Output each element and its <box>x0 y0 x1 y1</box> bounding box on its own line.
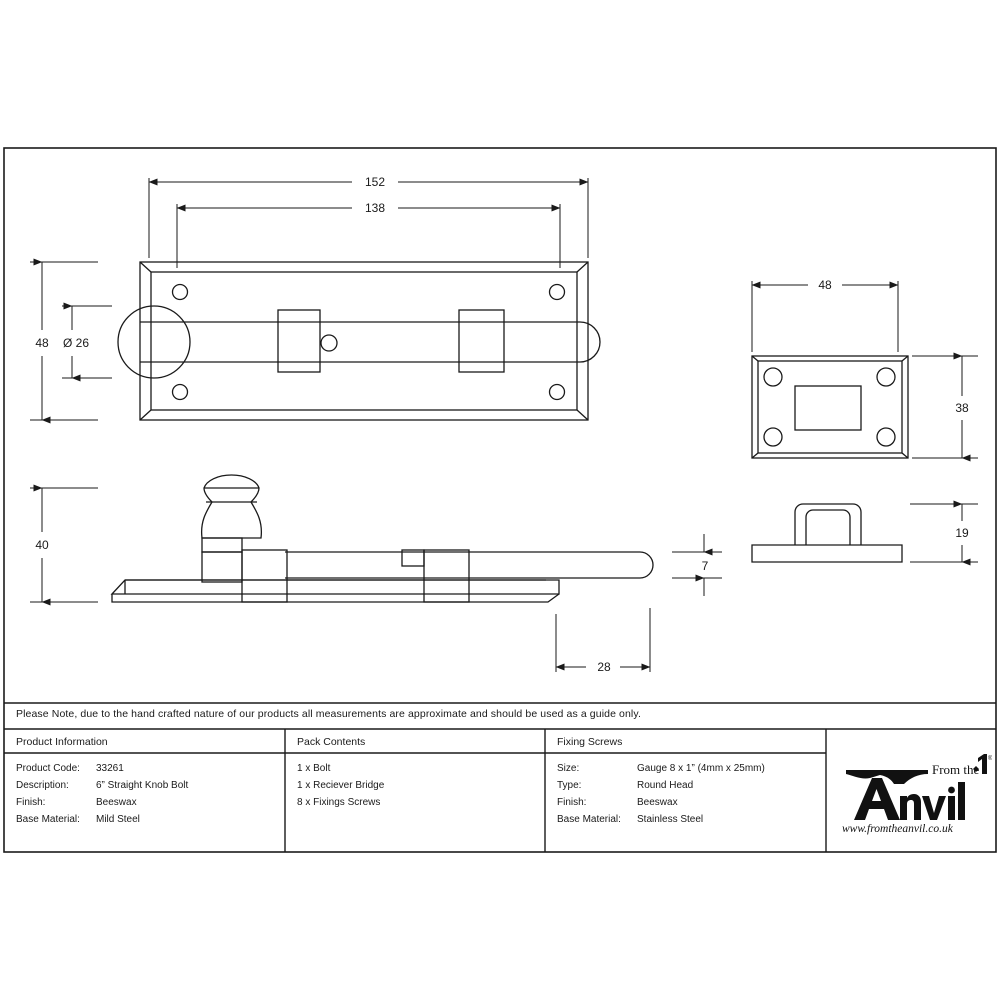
bridge-aperture <box>794 385 862 431</box>
pack-contents-item: 1 x Reciever Bridge <box>297 780 385 791</box>
measurement-note: Please Note, due to the hand crafted nat… <box>16 708 641 720</box>
spec-row-base-material: Base Material: Mild Steel <box>16 811 188 828</box>
spec-row-product-code: Product Code: 33261 <box>16 760 188 777</box>
dimension-152 <box>148 178 589 258</box>
dimension-38 <box>912 352 978 462</box>
dimension-label-28: 28 <box>597 660 611 674</box>
screw-hole <box>763 427 783 447</box>
screw-hole <box>548 383 566 401</box>
bolt-guide-block-side <box>423 549 470 603</box>
dimension-label-138: 138 <box>365 201 385 215</box>
knob-stem-lower <box>201 551 243 583</box>
column-header-product-information: Product Information <box>16 736 108 748</box>
bolt-guide-block <box>458 309 505 373</box>
spec-value: 6” Straight Knob Bolt <box>96 780 189 791</box>
dimension-48-plate <box>30 258 98 424</box>
screw-hole <box>548 283 566 301</box>
screw-hole <box>876 367 896 387</box>
dimension-138 <box>176 204 561 268</box>
spec-label: Type: <box>557 780 582 791</box>
spec-row-screw-base-material: Base Material: Stainless Steel <box>557 811 765 828</box>
logo-letter-a <box>854 778 900 820</box>
logo-numeral-one <box>978 754 987 774</box>
spec-value: Round Head <box>637 780 694 791</box>
screw-hole <box>171 283 189 301</box>
spec-value: Stainless Steel <box>637 814 704 825</box>
dimension-label-48-bridge: 48 <box>818 278 832 292</box>
spec-value: Gauge 8 x 1” (4mm x 25mm) <box>637 763 765 774</box>
spec-value: Beeswax <box>637 797 678 808</box>
logo-registered-mark: ® <box>988 755 992 762</box>
dimension-label-diameter-26: Ø 26 <box>63 336 89 350</box>
spec-value: 33261 <box>96 763 124 774</box>
spec-row-screw-finish: Finish: Beeswax <box>557 794 765 811</box>
knob-stem-upper <box>201 537 243 553</box>
sheet-border <box>3 147 997 853</box>
spec-value: Mild Steel <box>96 814 140 825</box>
bolt-plan-view <box>117 261 601 421</box>
spec-label: Base Material: <box>557 814 621 825</box>
column-header-pack-contents: Pack Contents <box>297 736 366 748</box>
knob-collar-block <box>277 309 321 373</box>
logo-tagline: From the <box>932 762 980 777</box>
bolt-side-elevation <box>110 474 654 603</box>
receiver-bridge-plan-view <box>751 355 909 459</box>
knob-plan-circle <box>117 305 191 379</box>
spec-value: Beeswax <box>96 797 137 808</box>
from-the-anvil-logo: From the ® www.fromtheanvil.co.uk <box>836 752 992 836</box>
info-table-grid <box>4 702 996 852</box>
logo-diamond-icon <box>973 766 979 772</box>
fixing-screws-list: Size: Gauge 8 x 1” (4mm x 25mm) Type: Ro… <box>557 760 765 828</box>
dimension-label-40: 40 <box>35 538 49 552</box>
bolt-pin <box>320 334 338 352</box>
logo-artwork: From the ® www.fromtheanvil.co.uk <box>842 754 992 835</box>
backplate-slab <box>110 579 560 595</box>
screw-hole <box>171 383 189 401</box>
dimension-40 <box>30 484 98 606</box>
dimension-28 <box>555 608 651 672</box>
spec-label: Finish: <box>16 797 46 808</box>
spec-row-screw-type: Type: Round Head <box>557 777 765 794</box>
dimension-diameter-26 <box>62 302 112 382</box>
screw-hole <box>876 427 896 447</box>
pack-contents-item: 8 x Fixings Screws <box>297 797 381 808</box>
dimension-label-152: 152 <box>365 175 385 189</box>
spec-row-screw-size: Size: Gauge 8 x 1” (4mm x 25mm) <box>557 760 765 777</box>
spec-label: Product Code: <box>16 763 80 774</box>
screw-hole <box>763 367 783 387</box>
anvil-icon <box>846 770 928 784</box>
spec-label: Base Material: <box>16 814 80 825</box>
bridge-baseplate <box>751 544 903 563</box>
dimension-48-bridge <box>751 281 899 352</box>
logo-wordmark <box>900 782 965 820</box>
dimension-19 <box>910 500 978 566</box>
dimension-label-48-plate: 48 <box>35 336 49 350</box>
column-header-fixing-screws: Fixing Screws <box>557 736 623 748</box>
logo-url: www.fromtheanvil.co.uk <box>842 823 954 835</box>
dimension-label-38: 38 <box>955 401 969 415</box>
knob-collar-block-side <box>241 549 288 603</box>
spec-row-description: Description: 6” Straight Knob Bolt <box>16 777 188 794</box>
dimension-7 <box>672 534 722 596</box>
product-information-list: Product Code: 33261 Description: 6” Stra… <box>16 760 188 828</box>
dimension-label-7: 7 <box>702 559 709 573</box>
pack-contents-list: 1 x Bolt 1 x Reciever Bridge 8 x Fixings… <box>297 760 384 811</box>
pack-contents-item: 1 x Bolt <box>297 763 331 774</box>
spec-label: Description: <box>16 780 69 791</box>
receiver-bridge-side-elevation <box>751 503 903 563</box>
spec-row-finish: Finish: Beeswax <box>16 794 188 811</box>
spec-label: Size: <box>557 763 580 774</box>
knob-profile <box>200 474 263 539</box>
spec-label: Finish: <box>557 797 587 808</box>
dimension-label-19: 19 <box>955 526 969 540</box>
